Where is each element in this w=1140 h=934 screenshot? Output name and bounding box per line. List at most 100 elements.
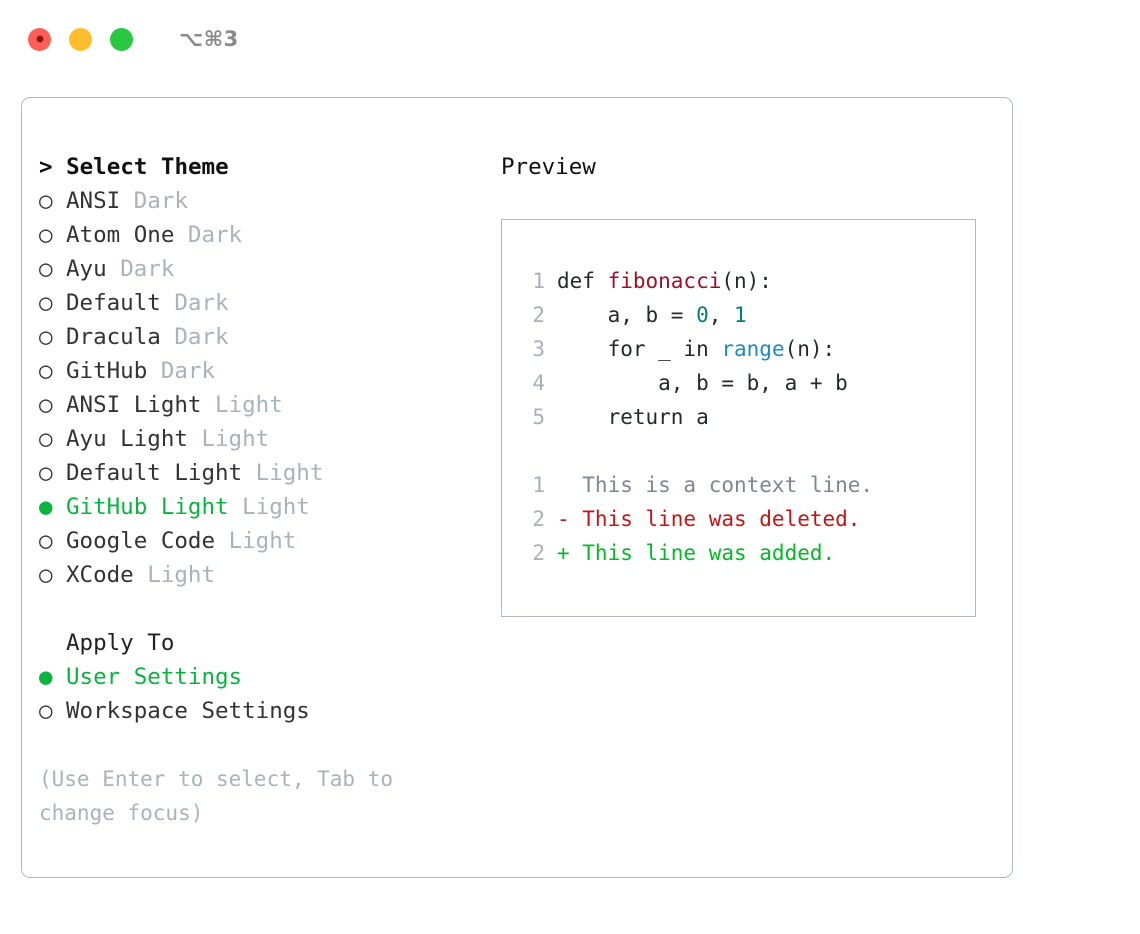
theme-variant-badge: Dark xyxy=(174,290,229,316)
theme-name: GitHub xyxy=(66,358,161,384)
line-number: 1 xyxy=(532,269,545,293)
radio-selected-icon: ● xyxy=(39,494,53,520)
code-token: 1 xyxy=(734,303,747,327)
code-line: 4 a, b = b, a + b xyxy=(519,366,967,400)
theme-variant-badge: Light xyxy=(255,460,324,486)
minimize-button-icon[interactable] xyxy=(69,27,92,51)
radio-unselected-icon: ○ xyxy=(39,392,53,418)
theme-option-xcode[interactable]: ○ XCode Light xyxy=(39,558,489,592)
line-number: 2 xyxy=(532,507,545,531)
code-token: (n): xyxy=(721,269,772,293)
code-line: 1 def fibonacci(n): xyxy=(519,264,967,298)
code-token: def xyxy=(557,269,608,293)
code-token: , xyxy=(708,303,735,327)
theme-name: Ayu xyxy=(66,256,121,282)
line-number: 3 xyxy=(532,337,545,361)
radio-unselected-icon: ○ xyxy=(39,562,53,588)
theme-option-ansi-light[interactable]: ○ ANSI Light Light xyxy=(39,388,489,422)
radio-unselected-icon: ○ xyxy=(39,188,53,214)
diff-text: This is a context line. xyxy=(557,473,874,497)
theme-name: Atom One xyxy=(66,222,188,248)
close-button-icon[interactable] xyxy=(28,27,51,51)
line-number: 5 xyxy=(532,405,545,429)
theme-selector-column: > Select Theme ○ANSI Dark○Atom One Dark○… xyxy=(39,150,489,830)
theme-name: XCode xyxy=(66,562,148,588)
title-bar: ⌥⌘3 xyxy=(0,0,1140,78)
theme-variant-badge: Dark xyxy=(120,256,175,282)
theme-option-default-light[interactable]: ○ Default Light Light xyxy=(39,456,489,490)
code-token: return a xyxy=(557,405,709,429)
apply-to-list[interactable]: ● User Settings ○ Workspace Settings xyxy=(39,660,489,728)
theme-variant-badge: Light xyxy=(201,426,270,452)
code-token: for _ in xyxy=(557,337,722,361)
radio-unselected-icon: ○ xyxy=(39,358,53,384)
radio-unselected-icon: ○ xyxy=(39,222,53,248)
diff-text: + This line was added. xyxy=(557,541,836,565)
theme-variant-badge: Dark xyxy=(174,324,229,350)
code-token: 0 xyxy=(696,303,709,327)
theme-name: Dracula xyxy=(66,324,175,350)
preview-title: Preview xyxy=(501,154,596,180)
radio-unselected-icon: ○ xyxy=(39,698,53,724)
line-number: 2 xyxy=(532,541,545,565)
theme-list[interactable]: ○ANSI Dark○Atom One Dark○Ayu Dark○Defaul… xyxy=(39,184,489,592)
select-theme-header: > Select Theme xyxy=(39,154,229,180)
theme-variant-badge: Light xyxy=(228,528,297,554)
main-panel: > Select Theme ○ANSI Dark○Atom One Dark○… xyxy=(21,97,1013,878)
radio-unselected-icon: ○ xyxy=(39,290,53,316)
theme-variant-badge: Dark xyxy=(187,222,243,248)
radio-unselected-icon: ○ xyxy=(39,528,53,554)
maximize-button-icon[interactable] xyxy=(110,27,133,51)
theme-option-ayu[interactable]: ○ Ayu Dark xyxy=(39,252,489,286)
window-controls xyxy=(28,27,133,51)
radio-selected-icon: ● xyxy=(39,664,53,690)
code-line: 3 for _ in range(n): xyxy=(519,332,967,366)
radio-unselected-icon: ○ xyxy=(39,460,53,486)
code-token: fibonacci xyxy=(607,269,722,293)
code-token: a, b = xyxy=(557,303,697,327)
theme-variant-badge: Dark xyxy=(133,188,188,214)
theme-variant-badge: Light xyxy=(215,392,283,418)
theme-variant-badge: Dark xyxy=(160,358,216,384)
radio-unselected-icon: ○ xyxy=(39,426,53,452)
theme-option-github[interactable]: ○ GitHub Dark xyxy=(39,354,489,388)
theme-name: Google Code xyxy=(66,528,229,554)
apply-to-label: Workspace Settings xyxy=(66,698,310,724)
theme-variant-badge: Light xyxy=(147,562,216,588)
line-number: 1 xyxy=(532,473,545,497)
radio-unselected-icon: ○ xyxy=(39,256,53,282)
theme-option-google-code[interactable]: ○ Google Code Light xyxy=(39,524,489,558)
code-line: 5 return a xyxy=(519,400,967,434)
theme-option-ayu-light[interactable]: ○ Ayu Light Light xyxy=(39,422,489,456)
theme-name: GitHub Light xyxy=(66,494,243,520)
line-number: 2 xyxy=(532,303,545,327)
theme-option-ansi[interactable]: ○ANSI Dark xyxy=(39,184,489,218)
radio-unselected-icon: ○ xyxy=(39,324,53,350)
theme-option-atom-one[interactable]: ○ Atom One Dark xyxy=(39,218,489,252)
code-token: range xyxy=(721,337,785,361)
theme-name: ANSI Light xyxy=(66,392,216,418)
theme-name: Default xyxy=(66,290,175,316)
apply-to-option-workspace-settings[interactable]: ○ Workspace Settings xyxy=(39,694,489,728)
theme-name: Default Light xyxy=(66,460,256,486)
apply-to-option-user-settings[interactable]: ● User Settings xyxy=(39,660,489,694)
theme-name: Ayu Light xyxy=(66,426,202,452)
apply-to-header: Apply To xyxy=(66,630,175,656)
keyboard-shortcut-label: ⌥⌘3 xyxy=(179,26,239,51)
theme-option-github-light[interactable]: ●GitHub Light Light xyxy=(39,490,489,524)
diff-line-add: 2 + This line was added. xyxy=(519,536,967,570)
code-token: a, b = b, a + b xyxy=(557,371,848,395)
diff-text: - This line was deleted. xyxy=(557,507,861,531)
diff-line-ctx: 1 This is a context line. xyxy=(519,468,967,502)
diff-line-del: 2 - This line was deleted. xyxy=(519,502,967,536)
apply-to-label: User Settings xyxy=(66,664,243,690)
theme-option-dracula[interactable]: ○ Dracula Dark xyxy=(39,320,489,354)
code-line: 2 a, b = 0, 1 xyxy=(519,298,967,332)
keyboard-hint-text: (Use Enter to select, Tab to change focu… xyxy=(39,767,406,825)
theme-option-default[interactable]: ○ Default Dark xyxy=(39,286,489,320)
